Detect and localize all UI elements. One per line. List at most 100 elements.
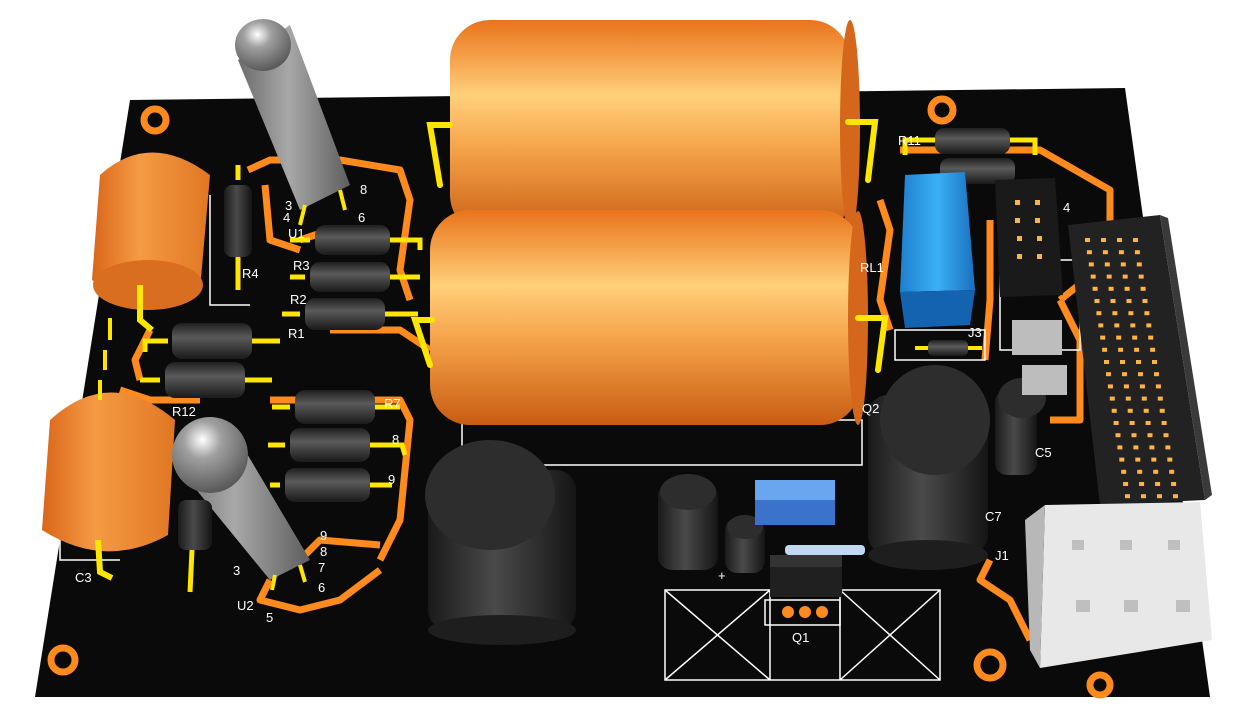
label-rl1: RL1 — [860, 260, 884, 275]
mounting-hole-bottom-left — [47, 644, 79, 676]
header-pin — [1141, 494, 1146, 499]
pad-c7 — [1086, 671, 1114, 699]
label-j4-pin: 4 — [1063, 200, 1070, 215]
header-pin — [1143, 408, 1149, 413]
label-u1-pin3: 3 — [285, 198, 292, 213]
label-r8: 8 — [392, 432, 399, 447]
header-pin — [1122, 372, 1127, 377]
header-pin — [1108, 286, 1114, 291]
label-u2-pin9: 9 — [320, 528, 327, 543]
mounting-holes — [47, 95, 1114, 699]
diode-j3 — [915, 340, 982, 356]
header-pin — [1119, 457, 1125, 462]
vacuum-tube-u1 — [235, 19, 350, 226]
header-pin — [1157, 494, 1162, 499]
label-c7: C7 — [985, 509, 1002, 524]
header-pin — [1126, 299, 1132, 303]
header-pin — [1113, 421, 1119, 425]
header-pin — [1116, 335, 1122, 340]
header-pin — [1118, 250, 1124, 255]
header-pin — [1149, 445, 1155, 450]
vacuum-tube-u2 — [172, 417, 310, 591]
header-pin — [1109, 396, 1115, 401]
header-pin — [1171, 482, 1177, 486]
label-r12: R12 — [172, 404, 196, 419]
header-pin — [1134, 347, 1140, 352]
header-pin — [1102, 250, 1108, 255]
header-pin — [1115, 433, 1121, 438]
orange-capacitor-c-top — [92, 152, 210, 333]
connector-j1 — [1025, 502, 1212, 668]
header-pin — [1088, 262, 1094, 267]
header-pin — [1094, 299, 1100, 303]
mounting-hole-top-left — [140, 105, 170, 135]
resistor-left-vertical — [178, 500, 212, 593]
mounting-hole-bottom-right — [973, 648, 1007, 682]
trimmer-potentiometer — [755, 480, 835, 525]
label-j1: J1 — [995, 548, 1009, 563]
header-pin — [1139, 482, 1145, 486]
header-pin — [1128, 311, 1134, 316]
header-pin — [1138, 274, 1144, 279]
electrolytic-cap-small-1 — [658, 474, 718, 570]
header-pin — [1092, 286, 1098, 291]
header-pin — [1112, 311, 1118, 316]
label-u1-pin8: 8 — [360, 182, 367, 197]
header-pin — [1129, 421, 1135, 425]
electrolytic-cap-c7 — [868, 365, 990, 570]
header-pin — [1106, 372, 1111, 377]
header-pin — [1133, 238, 1138, 242]
header-pin — [1125, 494, 1130, 499]
header-pin — [1127, 408, 1133, 413]
header-pin — [1096, 311, 1102, 316]
header-pin — [1111, 408, 1117, 413]
header-pin — [1159, 408, 1165, 413]
header-pin — [1114, 323, 1120, 328]
pin-header-pins — [1085, 238, 1178, 499]
header-pin — [1106, 274, 1112, 279]
box-header-j4 — [995, 178, 1067, 395]
label-plus: + — [718, 568, 726, 583]
resistor-r5 — [142, 323, 280, 359]
resistor-r1 — [282, 298, 418, 330]
label-u1: U1 — [288, 226, 305, 241]
header-pin — [1120, 262, 1126, 267]
pin-header-connector — [1068, 215, 1212, 505]
label-u1-pin6: 6 — [358, 210, 365, 225]
resistor-r12 — [140, 362, 272, 398]
header-pin — [1123, 482, 1129, 486]
resistor-r7 — [272, 390, 400, 424]
resistor-r8 — [268, 428, 408, 462]
header-pin — [1141, 396, 1147, 401]
header-pin — [1144, 311, 1150, 316]
label-r11: R11 — [898, 133, 921, 148]
resistor-r3 — [290, 225, 423, 255]
label-pin5: 5 — [266, 610, 273, 625]
label-c5: C5 — [1035, 445, 1052, 460]
label-r3: R3 — [293, 258, 310, 273]
header-pin — [1152, 360, 1157, 364]
header-pin — [1140, 286, 1146, 291]
header-pin — [1154, 372, 1159, 377]
capacitor-leads — [410, 119, 889, 373]
label-u1-pin4: 4 — [283, 210, 290, 225]
electrolytic-cap-large-left — [425, 440, 576, 645]
header-pin — [1153, 469, 1159, 474]
label-r7: R7 — [384, 396, 401, 411]
label-u2-pin8: 8 — [320, 544, 327, 559]
header-pin — [1134, 250, 1140, 255]
header-pin — [1155, 482, 1161, 486]
header-pin — [1117, 238, 1122, 242]
header-pin — [1090, 274, 1096, 279]
header-pin — [1121, 469, 1127, 474]
mounting-hole-top-right — [927, 95, 957, 125]
header-pin — [1136, 360, 1141, 364]
electrolytic-cap-small-2 — [725, 515, 765, 573]
header-pin — [1125, 396, 1131, 401]
header-pin — [1086, 250, 1092, 255]
header-pin — [1118, 347, 1124, 352]
header-pin — [1136, 262, 1142, 267]
header-pin — [1107, 384, 1113, 389]
film-capacitor-bottom — [430, 210, 868, 425]
